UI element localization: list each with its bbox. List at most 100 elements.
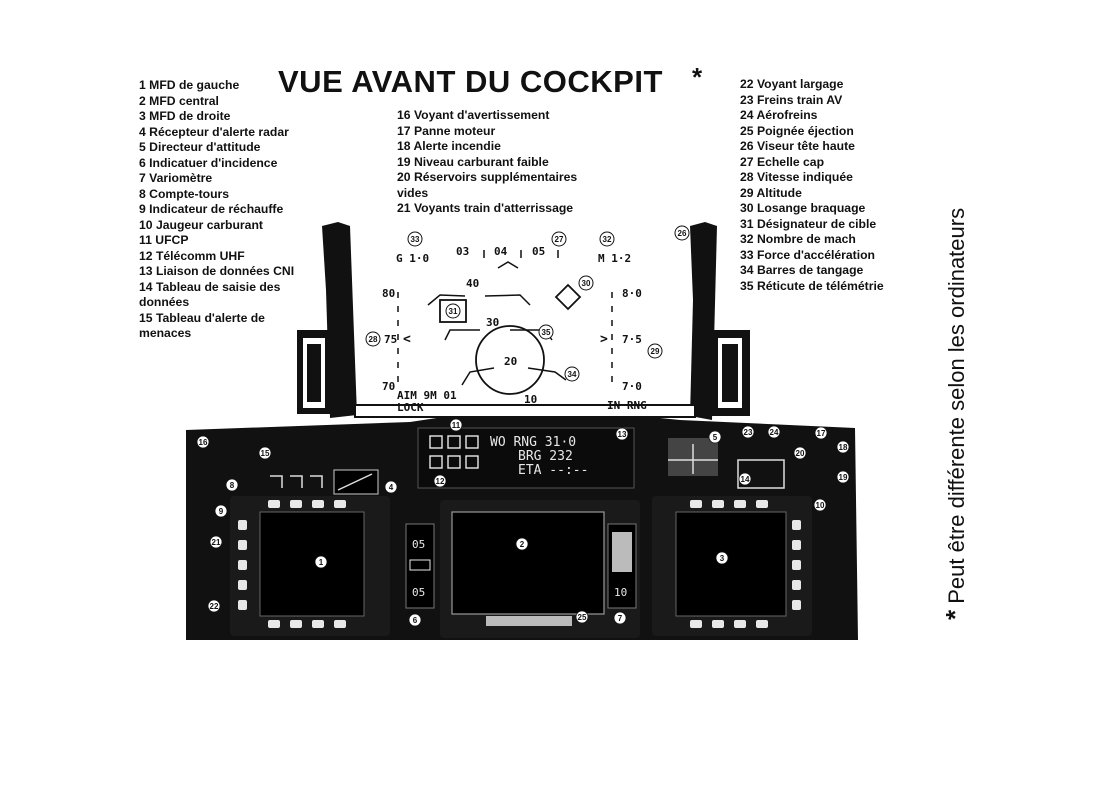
callout-14: 14 [741, 475, 750, 484]
hud-pitch-30: 30 [486, 316, 499, 329]
hud-speed-75: 75 [384, 333, 397, 346]
mfd-right-button[interactable] [792, 560, 801, 570]
callout-4: 4 [389, 483, 394, 492]
mfd-right-button[interactable] [690, 500, 702, 508]
legend-item: 8 Compte-tours [139, 186, 230, 201]
hud-pitch-20: 20 [504, 355, 517, 368]
legend-item: 28 Vitesse indiquée [740, 170, 853, 184]
callout-3: 3 [720, 554, 725, 563]
mfd-right-button[interactable] [690, 620, 702, 628]
callout-35: 35 [542, 328, 551, 337]
callout-27: 27 [555, 235, 564, 244]
callout-30: 30 [582, 279, 591, 288]
legend-item: 24 Aérofreins [740, 108, 818, 122]
callout-31: 31 [449, 307, 458, 316]
mfd-left-button[interactable] [238, 520, 247, 530]
legend-column-2: 16 Voyant d'avertissement 17 Panne moteu… [397, 108, 597, 217]
mfd-left-button[interactable] [312, 620, 324, 628]
hud-display: G 1·0 M 1·2 03 04 05 80 75 70 < 8·0 7·5 … [382, 245, 647, 414]
mfd-left-button[interactable] [238, 580, 247, 590]
mfd-right-button[interactable] [734, 620, 746, 628]
mfd-left-button[interactable] [238, 540, 247, 550]
callout-34: 34 [568, 370, 577, 379]
mfd-right-button[interactable] [792, 600, 801, 610]
legend-item: 1 MFD de gauche [139, 78, 240, 92]
legend-item: 2 MFD central [139, 93, 219, 108]
hud-in-range: IN RNG [607, 399, 647, 412]
callout-9: 9 [219, 507, 224, 516]
mfd-left-button[interactable] [238, 560, 247, 570]
mfd-left-button[interactable] [268, 500, 280, 508]
mfd-right-button[interactable] [756, 620, 768, 628]
hud-pitch-40: 40 [466, 277, 479, 290]
hud-alt-80: 8·0 [622, 287, 642, 300]
legend-item: 11 UFCP [139, 233, 189, 247]
callout-1: 1 [319, 558, 324, 567]
legend-item: 6 Indicatuer d'incidence [139, 155, 278, 170]
callout-8: 8 [230, 481, 235, 490]
callout-19: 19 [839, 473, 848, 482]
mfd-left-button[interactable] [312, 500, 324, 508]
legend-item: 21 Voyants train d'atterrissage [397, 201, 574, 215]
mfd-right-button[interactable] [712, 500, 724, 508]
mfd-left-button[interactable] [290, 500, 302, 508]
legend-item: 30 Losange braquage [740, 201, 866, 215]
legend-item: 14 Tableau de saisie des données [139, 279, 281, 310]
svg-text:<: < [403, 332, 411, 347]
mfd-right-button[interactable] [792, 580, 801, 590]
legend-item: 18 Alerte incendie [397, 139, 501, 153]
callout-15: 15 [261, 449, 270, 458]
legend-item: 25 Poignée éjection [740, 123, 854, 138]
legend-column-3: 22 Voyant largage 23 Freins train AV 24 … [740, 77, 884, 294]
mfd-right-button[interactable] [756, 500, 768, 508]
gauges: 05 05 10 [409, 532, 632, 599]
callout-16: 16 [199, 438, 208, 447]
mfd-left-button[interactable] [334, 500, 346, 508]
legend-item: 19 Niveau carburant faible [397, 154, 549, 169]
mfd-right-button[interactable] [712, 620, 724, 628]
mfd-left-button[interactable] [238, 600, 247, 610]
legend-item: 32 Nombre de mach [740, 232, 856, 246]
hud-heading-1: 03 [456, 245, 469, 258]
gauge-right-bottom: 10 [614, 586, 627, 599]
hud-weapon-mode: AIM 9M 01 [397, 389, 457, 402]
legend-item: 17 Panne moteur [397, 123, 496, 138]
callout-29: 29 [651, 347, 660, 356]
gauge-left-bottom: 05 [412, 586, 425, 599]
legend-item: 27 Echelle cap [740, 154, 825, 169]
legend-item: 29 Altitude [740, 185, 802, 200]
mfd-left-button[interactable] [334, 620, 346, 628]
callout-5: 5 [713, 433, 718, 442]
svg-text:>: > [600, 332, 608, 347]
hud-speed-80: 80 [382, 287, 395, 300]
hud-heading-2: 04 [494, 245, 508, 258]
callout-32: 32 [603, 235, 612, 244]
legend-item: 34 Barres de tangage [740, 263, 864, 277]
mfd-right-button[interactable] [792, 540, 801, 550]
mfd-right-button[interactable] [734, 500, 746, 508]
hud-speed-70: 70 [382, 380, 395, 393]
legend-item: 12 Télécomm UHF [139, 248, 245, 263]
mfd-buttons[interactable] [238, 500, 801, 628]
legend-item: 26 Viseur tête haute [740, 139, 855, 153]
ufcp-line-3: ETA --:-- [518, 463, 588, 478]
legend-item: 22 Voyant largage [740, 77, 844, 91]
mfd-right-button[interactable] [792, 520, 801, 530]
legend-item: 13 Liaison de données CNI [139, 264, 295, 278]
ejection-handle[interactable] [486, 616, 572, 626]
hud-frame [297, 222, 750, 420]
ufcp-line-2: BRG 232 [518, 449, 573, 464]
callout-11: 11 [452, 421, 461, 430]
hud-alt-75: 7·5 [622, 333, 642, 346]
callout-26: 26 [678, 229, 687, 238]
ufcp-display: WO RNG 31·0 BRG 232 ETA --:-- [429, 435, 588, 478]
callout-25: 25 [578, 613, 587, 622]
callout-7: 7 [618, 614, 623, 623]
page-title: VUE AVANT DU COCKPIT [278, 64, 663, 99]
mfd-left-button[interactable] [268, 620, 280, 628]
callout-20: 20 [796, 449, 805, 458]
mfd-left-button[interactable] [290, 620, 302, 628]
callout-22: 22 [210, 602, 219, 611]
callout-10: 10 [816, 501, 825, 510]
